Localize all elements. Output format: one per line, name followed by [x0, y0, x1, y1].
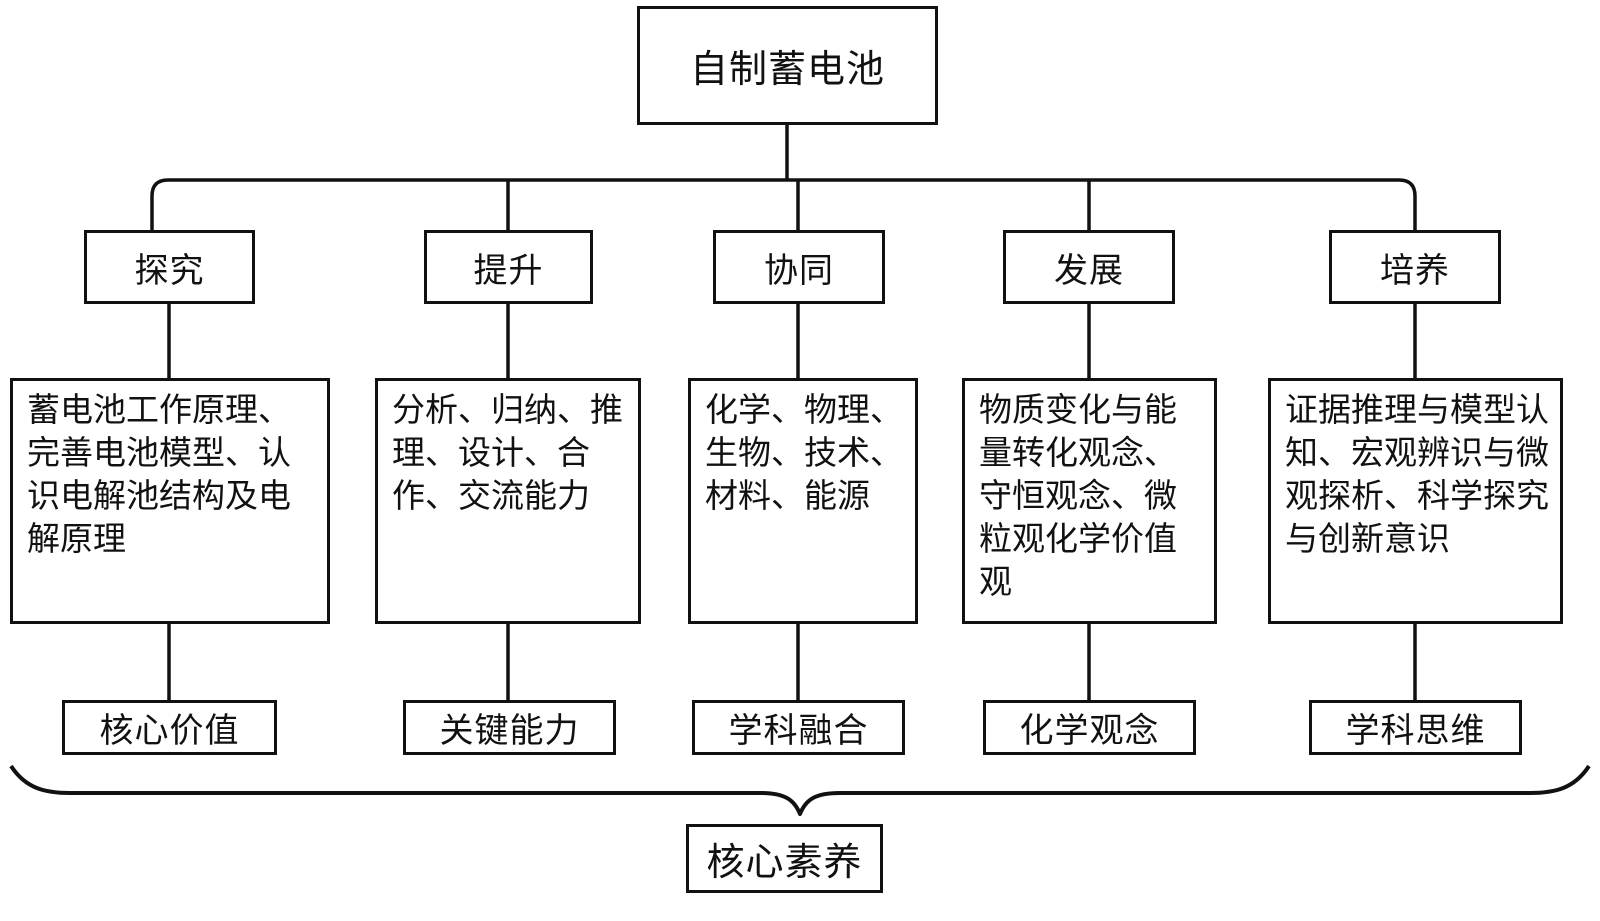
verb-node-5: 培养 — [1329, 230, 1501, 304]
detail-node-3: 化学、物理、生物、技术、材料、能源 — [688, 378, 918, 624]
detail-node-5: 证据推理与模型认知、宏观辨识与微观探析、科学探究与创新意识 — [1268, 378, 1563, 624]
distribution-bus — [150, 178, 1417, 230]
leaf-node-5: 学科思维 — [1309, 700, 1522, 755]
leaf-node-3: 学科融合 — [692, 700, 905, 755]
detail-node-4-text: 物质变化与能量转化观念、守恒观念、微粒观化学价值观 — [979, 390, 1177, 601]
bottom-node-label: 核心素养 — [706, 840, 863, 884]
detail-node-2-text: 分析、归纳、推理、设计、合作、交流能力 — [392, 390, 623, 515]
verb-node-1: 探究 — [84, 230, 255, 304]
verb-node-3: 协同 — [713, 230, 885, 304]
verb-node-2: 提升 — [424, 230, 593, 304]
detail-node-1: 蓄电池工作原理、完善电池模型、认识电解池结构及电解原理 — [10, 378, 330, 624]
leaf-node-3-label: 学科融合 — [728, 711, 869, 751]
detail-node-5-text: 证据推理与模型认知、宏观辨识与微观探析、科学探究与创新意识 — [1285, 390, 1549, 558]
verb-node-4-label: 发展 — [1054, 250, 1124, 291]
leaf-node-2: 关键能力 — [403, 700, 616, 755]
verb-node-2-label: 提升 — [473, 250, 544, 291]
detail-node-1-text: 蓄电池工作原理、完善电池模型、认识电解池结构及电解原理 — [27, 390, 291, 558]
detail-node-3-text: 化学、物理、生物、技术、材料、能源 — [705, 390, 903, 515]
leaf-node-1-label: 核心价值 — [99, 711, 240, 751]
detail-node-2: 分析、归纳、推理、设计、合作、交流能力 — [375, 378, 641, 624]
leaf-node-4: 化学观念 — [983, 700, 1196, 755]
detail-node-4: 物质变化与能量转化观念、守恒观念、微粒观化学价值观 — [962, 378, 1217, 624]
root-node-zizhi-xudianchi: 自制蓄电池 — [637, 6, 938, 125]
leaf-node-2-label: 关键能力 — [439, 711, 580, 751]
verb-node-5-label: 培养 — [1380, 250, 1450, 291]
leaf-node-1: 核心价值 — [62, 700, 277, 755]
summary-brace — [9, 764, 1591, 816]
verb-node-4: 发展 — [1003, 230, 1175, 304]
verb-node-3-label: 协同 — [764, 250, 834, 291]
leaf-node-4-label: 化学观念 — [1019, 711, 1160, 751]
verb-node-1-label: 探究 — [134, 250, 205, 291]
leaf-node-5-label: 学科思维 — [1345, 711, 1486, 751]
root-node-label: 自制蓄电池 — [689, 47, 885, 91]
bottom-node-hexin-suyang: 核心素养 — [686, 824, 883, 893]
